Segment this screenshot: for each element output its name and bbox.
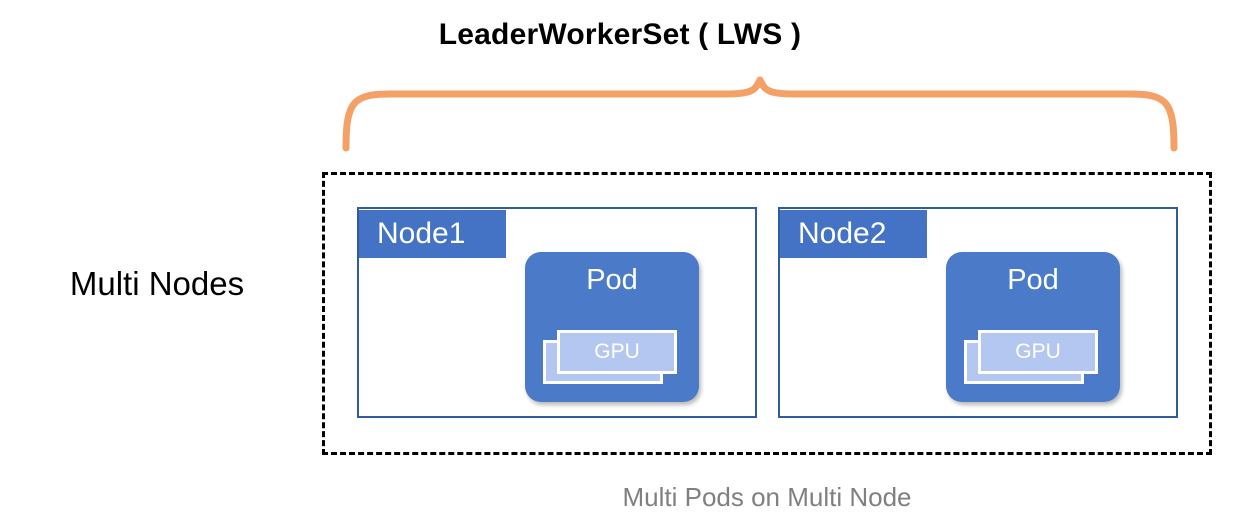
node-label-1: Node1 <box>359 210 506 258</box>
diagram-caption: Multi Pods on Multi Node <box>622 482 912 512</box>
brace-path <box>342 76 1178 152</box>
gpu-label-2: GPU <box>1015 340 1061 363</box>
gpu-stack-1: GPU <box>543 330 683 388</box>
pod-box-2[interactable]: Pod GPU <box>946 252 1120 402</box>
node-label-2: Node2 <box>780 210 927 258</box>
node-box-1[interactable]: Node1 Pod GPU <box>357 207 757 418</box>
group-brace <box>335 76 1185 158</box>
lws-group-boundary <box>322 172 1212 455</box>
gpu-label-1: GPU <box>594 340 640 363</box>
multi-nodes-label: Multi Nodes <box>69 265 245 302</box>
node-box-2[interactable]: Node2 Pod GPU <box>778 207 1178 418</box>
diagram-title: LeaderWorkerSet ( LWS ) <box>438 18 802 51</box>
gpu-stack-2: GPU <box>964 330 1104 388</box>
pod-label-1: Pod <box>586 264 638 296</box>
pod-label-2: Pod <box>1007 264 1059 296</box>
gpu-card-front-1: GPU <box>557 330 677 374</box>
gpu-card-front-2: GPU <box>978 330 1098 374</box>
pod-box-1[interactable]: Pod GPU <box>525 252 699 402</box>
